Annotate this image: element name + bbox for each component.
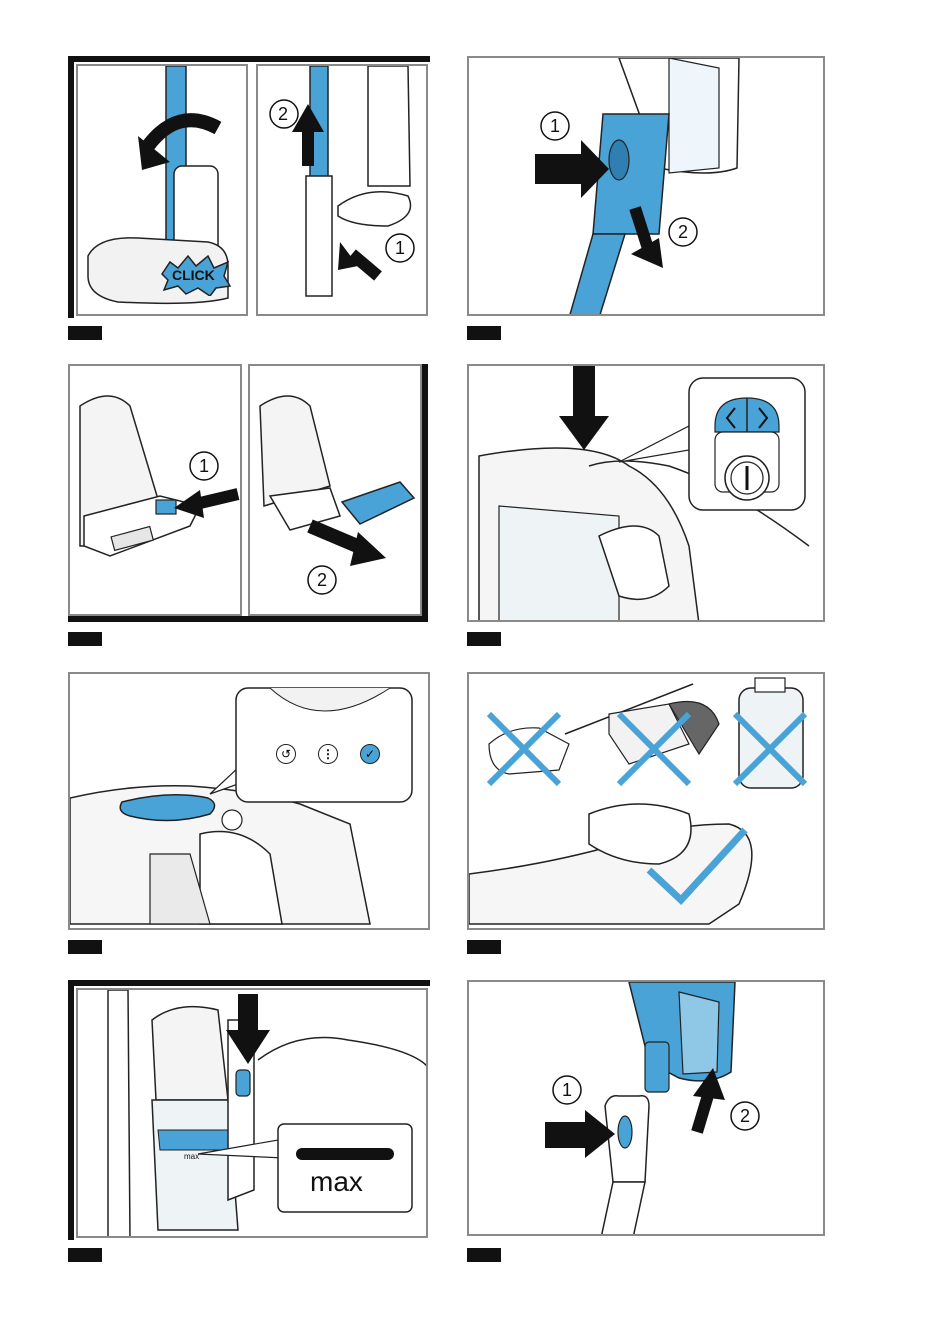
- figure-frame-right: 2 1: [256, 64, 428, 316]
- panel-cleaning-rules: [467, 672, 825, 930]
- arrow-icon: [559, 416, 609, 450]
- figure-tag: [68, 632, 102, 646]
- figure-tag: [68, 940, 102, 954]
- step-2-number: 2: [278, 104, 288, 125]
- dark-border: [68, 616, 428, 622]
- figure-tag: [467, 1248, 501, 1262]
- check-icon: ✓: [360, 744, 380, 764]
- figure-frame-left: CLICK: [76, 64, 248, 316]
- figure-frame-left: 1: [68, 364, 242, 616]
- arrow-icon: [350, 532, 386, 566]
- step-1-number: 1: [199, 456, 209, 477]
- dark-border: [68, 56, 430, 62]
- figure-tag: [467, 940, 501, 954]
- figure-tag: [68, 1248, 102, 1262]
- step-1-number: 1: [562, 1080, 572, 1101]
- panel-display-controls: ↺ ⋮ ✓: [68, 672, 430, 930]
- max-mark-small: max: [184, 1152, 199, 1161]
- figure-tag: [467, 326, 501, 340]
- figure-tag: [467, 632, 501, 646]
- max-fill-label: max: [310, 1166, 363, 1198]
- step-2-number: 2: [678, 222, 688, 243]
- panel-attach-handheld: 1 2: [467, 980, 825, 1236]
- back-button-icon: ↺: [276, 744, 296, 764]
- dark-border: [68, 980, 74, 1240]
- panel-release-tube: 1 2: [467, 56, 825, 316]
- dark-border: [422, 364, 428, 622]
- figure-tag: [68, 326, 102, 340]
- figure-frame-right: 2: [248, 364, 422, 616]
- dark-border: [68, 980, 430, 986]
- click-burst: CLICK: [158, 254, 232, 296]
- step-1-number: 1: [550, 116, 560, 137]
- dark-border: [68, 56, 74, 318]
- step-2-number: 2: [740, 1106, 750, 1127]
- panel-remove-battery: 1 2: [68, 364, 430, 622]
- more-icon: ⋮: [318, 744, 338, 764]
- click-label: CLICK: [172, 267, 215, 283]
- step-2-number: 2: [317, 570, 327, 591]
- panel-empty-dust-container: max max: [68, 980, 430, 1240]
- figure-frame: max max: [76, 988, 428, 1238]
- step-1-number: 1: [395, 238, 405, 259]
- panel-attach-tube: CLICK 2 1: [68, 56, 430, 318]
- panel-press-button: [467, 364, 825, 622]
